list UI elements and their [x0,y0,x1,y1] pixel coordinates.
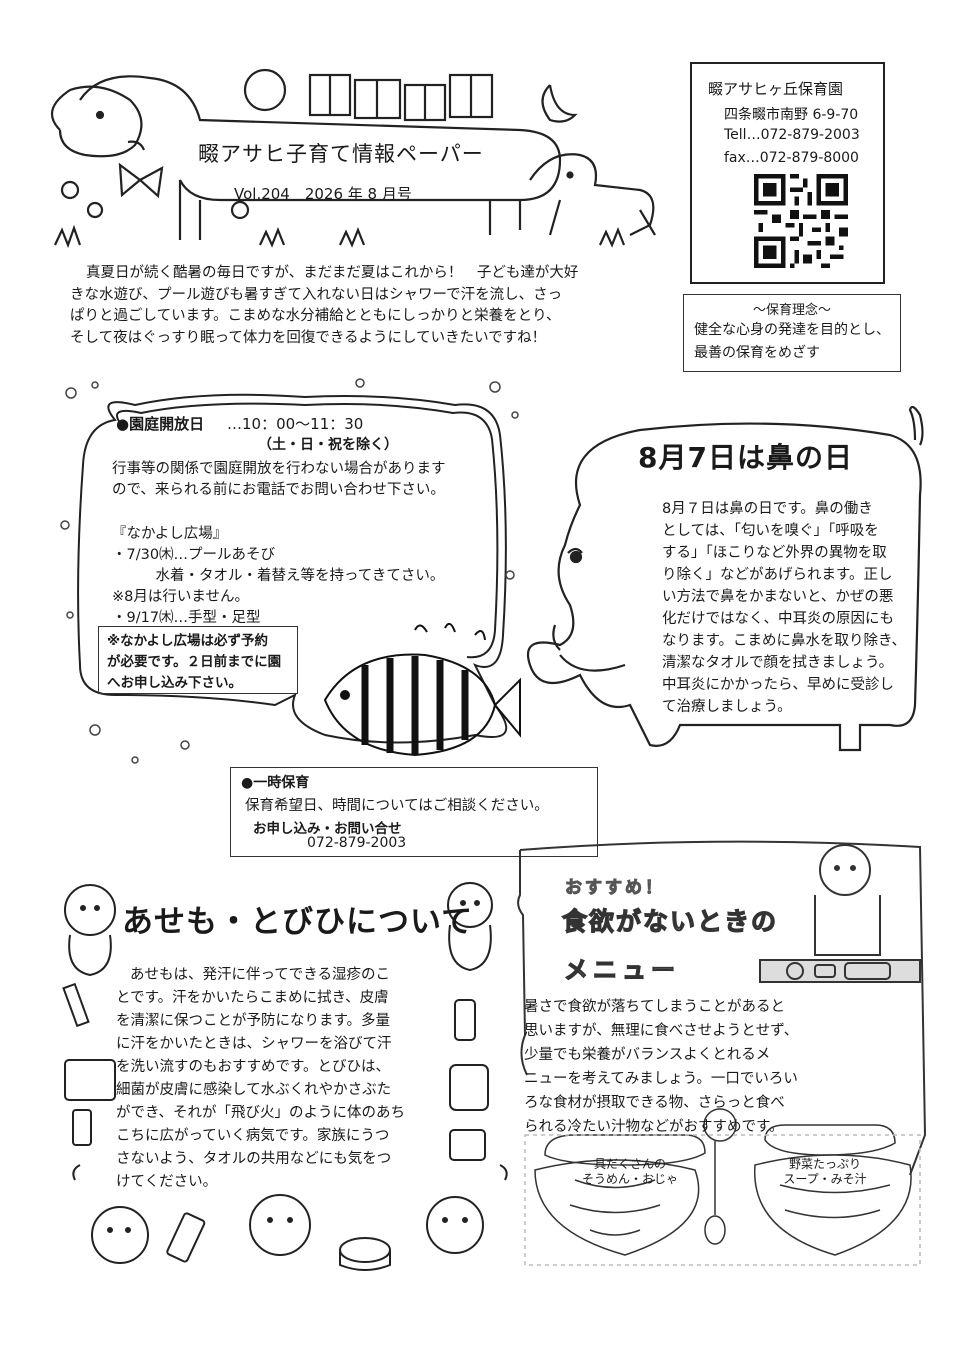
asemo-line: とです。汗をかいたらこまめに拭き、皮膚 [116,990,389,1006]
menu-line: 少量でも栄養がバランスよくとれるメ [524,1047,771,1063]
header-dog-illustration [50,68,656,249]
nose-day-line: としては、「匂いを嗅ぐ」「呼吸を [662,523,879,539]
asemo-line: 細菌が皮膚に感染して水ぶくれやかさぶた [116,1082,392,1098]
issue-volume: Vol.204 2026 年 8 月号 [234,185,412,203]
menu-recommend-label: おすすめ！ [565,878,665,899]
caption-line: スープ・みそ汁 [783,1172,867,1186]
caption-line: 野菜たっぷり [788,1157,861,1171]
asemo-line: こちに広がっていく病気です。家族にうつ [116,1128,390,1144]
elephant-illustration [527,405,924,752]
nose-day-line: 8月７日は鼻の日です。鼻の働き [662,501,873,517]
asemo-line: を洗い流すのもおすすめです。とびひは、 [116,1059,391,1075]
intro-line: そして夜はぐっすり眠って体力を回復できるようにしていきたいですね！ [70,329,547,346]
menu-line: ニューを考えてみましょう。一口でいろい [524,1071,798,1087]
asemo-line: さないよう、タオルの共用などにも気をつ [116,1151,392,1167]
temporary-care-box: ●一時保育 保育希望日、時間についてはご相談ください。 お申し込み・お問い合せ … [230,767,598,857]
babies-illustration [62,882,508,1271]
open-garden-line: 水着・タオル・着替え等を持ってきてさい。 [112,568,445,584]
menu-line: 暑さで食欲が落ちてしまうことがあると [524,999,785,1015]
open-garden-line: ・7/30㈭…プールあそび [112,547,276,563]
bubble-frame [60,378,519,764]
temporary-care-title: ●一時保育 [241,775,310,791]
open-garden-line: ・9/17㈭…手型・足型 [112,610,261,626]
menu-line: ろな食材が摂取できる物、さらっと食べ [524,1095,785,1111]
menu-line: 思いますが、無理に食べさせようとせず、 [524,1023,799,1039]
nose-day-line: い方法で鼻をかまないと、かぜの悪 [662,589,894,605]
nose-day-line: て治療しましょう。 [662,699,792,715]
intro-line: きな水遊び、プール遊びも暑すぎて入れない日はシャワーで汗を流し、さっ [70,286,563,303]
nose-day-line: 中耳炎にかかったら、早めに受診し [662,677,894,693]
asemo-line: を清潔に保つことが予防になります。多量 [116,1013,391,1029]
open-garden-line: 行事等の関係で園庭開放を行わない場合があります [112,461,446,477]
temporary-care-apply: お申し込み・お問い合せ [253,821,402,837]
menu-subtitle: メニュー [563,955,680,984]
philosophy-box: ～保育理念～ 健全な心身の発達を目的とし、 最善の保育をめざす [683,294,901,372]
open-garden-title: ●園庭開放日 [116,415,205,433]
asemo-line: けてください。 [116,1174,218,1190]
temporary-care-phone: 072-879-2003 [307,835,407,851]
note-line: ※なかよし広場は必ず予約 [107,633,268,649]
asemo-line: に汗をかいたときは、シャワーを浴びて汗 [116,1036,392,1052]
menu-title: 食欲がないときの [561,906,779,936]
nursery-address: 四条畷市南野 6-9-70 [724,107,859,123]
philosophy-line: 健全な心身の発達を目的とし、 [694,322,890,338]
menu-illustration [517,840,927,1266]
qr-code-icon[interactable] [754,174,848,268]
intro-paragraph: 真夏日が続く酷暑の毎日ですが、まだまだ夏はこれから！ 子ども達が大好 きな水遊び… [70,263,670,349]
open-garden-line: ので、来られる前にお電話でお問い合わせ下さい。 [112,482,445,498]
nose-day-line: り除く」などがあげられます。正し [662,567,893,583]
open-garden-time: …10：00～11：30 [227,415,364,433]
open-garden-line: 『なかよし広場』 [112,526,228,542]
menu-caption-somen: 具だくさんの そうめん・おじゃ [570,1157,690,1187]
menu-caption-soup: 野菜たっぷり スープ・みそ汁 [765,1157,885,1187]
note-line: へお申し込み下さい。 [107,675,242,691]
intro-line: 真夏日が続く酷暑の毎日ですが、まだまだ夏はこれから！ 子ども達が大好 [86,265,579,281]
note-line: が必要です。２日前までに園 [107,654,282,670]
paper-title: 畷アサヒ子育て情報ペーパー [198,142,484,166]
nose-day-line: 清潔なタオルで顔を拭きましょう。 [662,655,894,671]
caption-line: そうめん・おじゃ [581,1172,678,1186]
fish-illustration [323,622,521,757]
nursery-name: 畷アサヒヶ丘保育園 [708,80,844,98]
nursery-contact-box: 畷アサヒヶ丘保育園 四条畷市南野 6-9-70 Tell…072-879-200… [690,62,885,284]
nose-day-line: 化だけではなく、中耳炎の原因にも [662,611,894,627]
temporary-care-description: 保育希望日、時間についてはご相談ください。 [245,798,549,814]
asemo-title: あせも・とびひについて [122,904,474,940]
open-garden-line: ※8月は行いません。 [112,589,249,605]
nose-day-title: 8月7日は鼻の日 [638,441,853,474]
nursery-tel: Tell…072-879-2003 [724,127,860,143]
philosophy-line: 最善の保育をめざす [694,345,820,361]
nose-day-line: する」「ほこりなど外界の異物を取 [662,545,887,561]
menu-line: られる冷たい汁物などがおすすめです。 [524,1119,784,1135]
open-garden-days: （土・日・祝を除く） [258,437,398,453]
intro-line: ぱりと過ごしています。こまめな水分補給とともにしっかりと栄養をとり、 [70,308,561,324]
philosophy-title: ～保育理念～ [752,303,831,318]
asemo-line: ができ、それが「飛び火」のように体のあち [116,1105,405,1121]
caption-line: 具だくさんの [593,1157,666,1171]
asemo-line: あせもは、発汗に伴ってできる湿疹のこ [130,967,390,983]
nose-day-line: なります。こまめに鼻水を取り除き、 [662,633,907,649]
reservation-note-box: ※なかよし広場は必ず予約 が必要です。２日前までに園 へお申し込み下さい。 [98,626,298,694]
nursery-fax: fax…072-879-8000 [724,150,859,166]
